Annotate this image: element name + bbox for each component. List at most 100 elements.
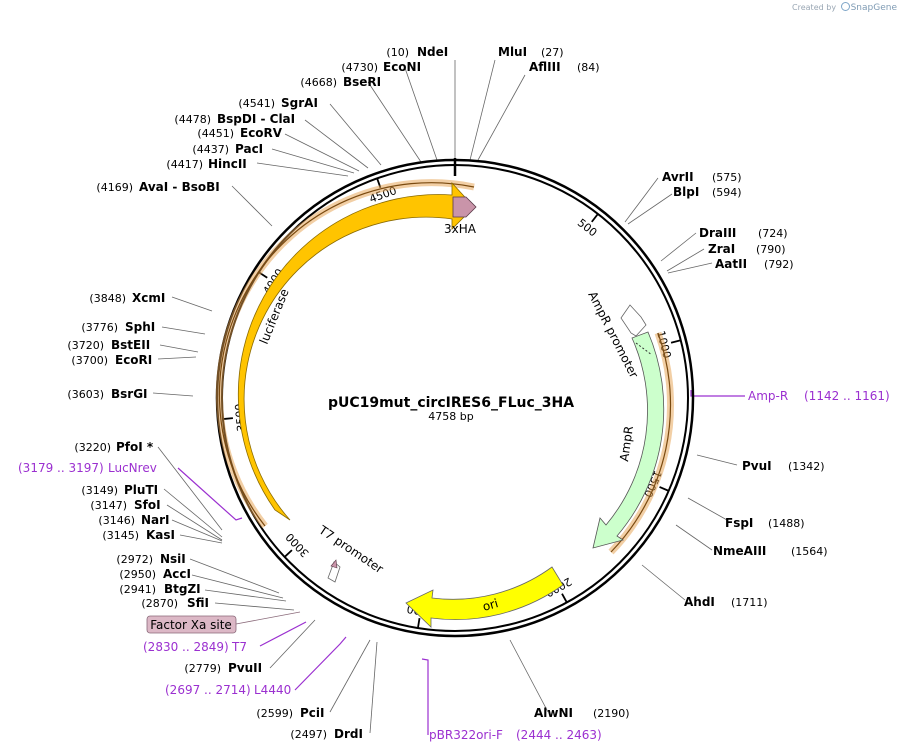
site-position: (575) <box>712 171 742 184</box>
site-position: (4478) <box>174 113 211 126</box>
site-name: AvaI - BsoBI <box>139 180 220 194</box>
site-position: (2190) <box>593 707 630 720</box>
site-position: (84) <box>577 61 600 74</box>
snapgene-credit: Created by SnapGene <box>792 2 897 13</box>
site-name: AccI <box>163 567 191 581</box>
credit-brand: SnapGene <box>850 3 897 13</box>
right-restriction-sites: MluI(27)AflIII(84)AvrII(575)BlpI(594)Dra… <box>498 45 828 720</box>
plasmid-title: pUC19mut_circIRES6_FLuc_3HA 4758 bp <box>328 395 574 423</box>
site-position: (792) <box>764 258 794 271</box>
site-name: PciI <box>300 706 325 720</box>
site-position: (3848) <box>89 292 126 305</box>
tick-mark <box>670 339 681 344</box>
site-position: (2779) <box>184 662 221 675</box>
credit-prefix: Created by <box>792 3 837 12</box>
site-name: EcoNI <box>383 60 421 74</box>
site-name: NmeAIII <box>713 544 766 558</box>
site-name: BlpI <box>673 185 699 199</box>
site-name: AatII <box>715 257 747 271</box>
primer-labels: Amp-R (1142 .. 1161) (3179 .. 3197) LucN… <box>18 389 890 742</box>
site-name: PvuI <box>742 459 772 473</box>
leader-lines <box>152 59 738 734</box>
luciferase-feature <box>237 181 475 521</box>
site-position: (3149) <box>81 484 118 497</box>
site-position: (2941) <box>119 583 156 596</box>
site-position: (3146) <box>98 514 135 527</box>
site-name: AhdI <box>684 595 715 609</box>
site-name: AflIII <box>529 60 561 74</box>
site-name: PfoI * <box>116 440 154 454</box>
site-position: (3700) <box>71 354 108 367</box>
site-name: XcmI <box>132 291 165 305</box>
site-name: SgrAI <box>281 96 318 110</box>
plasmid-name: pUC19mut_circIRES6_FLuc_3HA <box>328 395 574 411</box>
site-position: (2497) <box>290 728 327 741</box>
site-name: KasI <box>146 528 175 542</box>
site-position: (4451) <box>197 127 234 140</box>
factor-xa-label: Factor Xa site <box>150 618 232 632</box>
site-position: (4417) <box>166 158 203 171</box>
site-name: HincII <box>208 157 247 171</box>
site-position: (4730) <box>341 61 378 74</box>
site-position: (1488) <box>768 517 805 530</box>
tick-mark <box>284 549 293 558</box>
primer-t7-range: (2830 .. 2849) <box>143 640 229 654</box>
site-position: (2870) <box>141 597 178 610</box>
site-name: DraIII <box>699 226 736 240</box>
site-position: (1342) <box>788 460 825 473</box>
primer-amp-r-name: Amp-R <box>748 389 788 403</box>
primer-t7-name: T7 <box>231 640 247 654</box>
primer-pbr322ori-f-name: pBR322ori-F <box>429 728 503 742</box>
site-position: (594) <box>712 186 742 199</box>
site-position: (4668) <box>300 76 337 89</box>
site-name: FspI <box>725 516 753 530</box>
site-position: (4437) <box>192 143 229 156</box>
site-position: (10) <box>386 46 409 59</box>
plasmid-length: 4758 bp <box>428 410 473 423</box>
primer-l4440-range: (2697 .. 2714) <box>165 683 251 697</box>
site-position: (1564) <box>791 545 828 558</box>
site-position: (1711) <box>731 596 768 609</box>
feature-label-ampr: AmpR <box>617 425 636 462</box>
site-name: BspDI - ClaI <box>217 112 295 126</box>
site-name: BsrGI <box>111 387 148 401</box>
site-position: (724) <box>758 227 788 240</box>
site-name: SfoI <box>134 498 161 512</box>
snapgene-logo-icon <box>840 2 850 11</box>
features <box>215 179 674 628</box>
site-name: EcoRI <box>115 353 152 367</box>
feature-label-3xha: 3xHA <box>444 222 477 236</box>
primer-lucnrev-name: LucNrev <box>108 461 157 475</box>
site-name: PacI <box>235 142 263 156</box>
site-name: BtgZI <box>164 582 201 596</box>
site-name: DrdI <box>334 727 363 741</box>
factor-xa-site: Factor Xa site <box>146 611 301 634</box>
primer-amp-r-range: (1142 .. 1161) <box>804 389 890 403</box>
feature-label-t7-promoter: T7 promoter <box>315 522 385 576</box>
site-name: ZraI <box>708 242 735 256</box>
tick-label: 500 <box>575 216 600 239</box>
primer-marks <box>177 390 745 735</box>
primer-pbr322ori-f-range: (2444 .. 2463) <box>516 728 602 742</box>
primer-lucnrev-range: (3179 .. 3197) <box>18 461 104 475</box>
site-name: BseRI <box>343 75 381 89</box>
site-position: (27) <box>541 46 564 59</box>
site-position: (3145) <box>102 529 139 542</box>
ori-feature <box>405 566 564 628</box>
site-position: (3603) <box>67 388 104 401</box>
site-name: SfiI <box>187 596 209 610</box>
site-position: (3720) <box>67 339 104 352</box>
site-position: (2599) <box>256 707 293 720</box>
site-position: (4169) <box>96 181 133 194</box>
site-position: (2950) <box>119 568 156 581</box>
feature-label-ori: ori <box>481 596 500 614</box>
site-name: EcoRV <box>240 126 283 140</box>
site-position: (3220) <box>74 441 111 454</box>
ampr-promoter-feature <box>620 304 647 337</box>
site-name: BstEII <box>111 338 150 352</box>
site-name: PvuII <box>228 661 262 675</box>
tick-mark <box>222 417 233 420</box>
left-restriction-sites: (10)NdeI(4730)EcoNI(4668)BseRI(4541)SgrA… <box>67 45 448 741</box>
site-position: (2972) <box>116 553 153 566</box>
